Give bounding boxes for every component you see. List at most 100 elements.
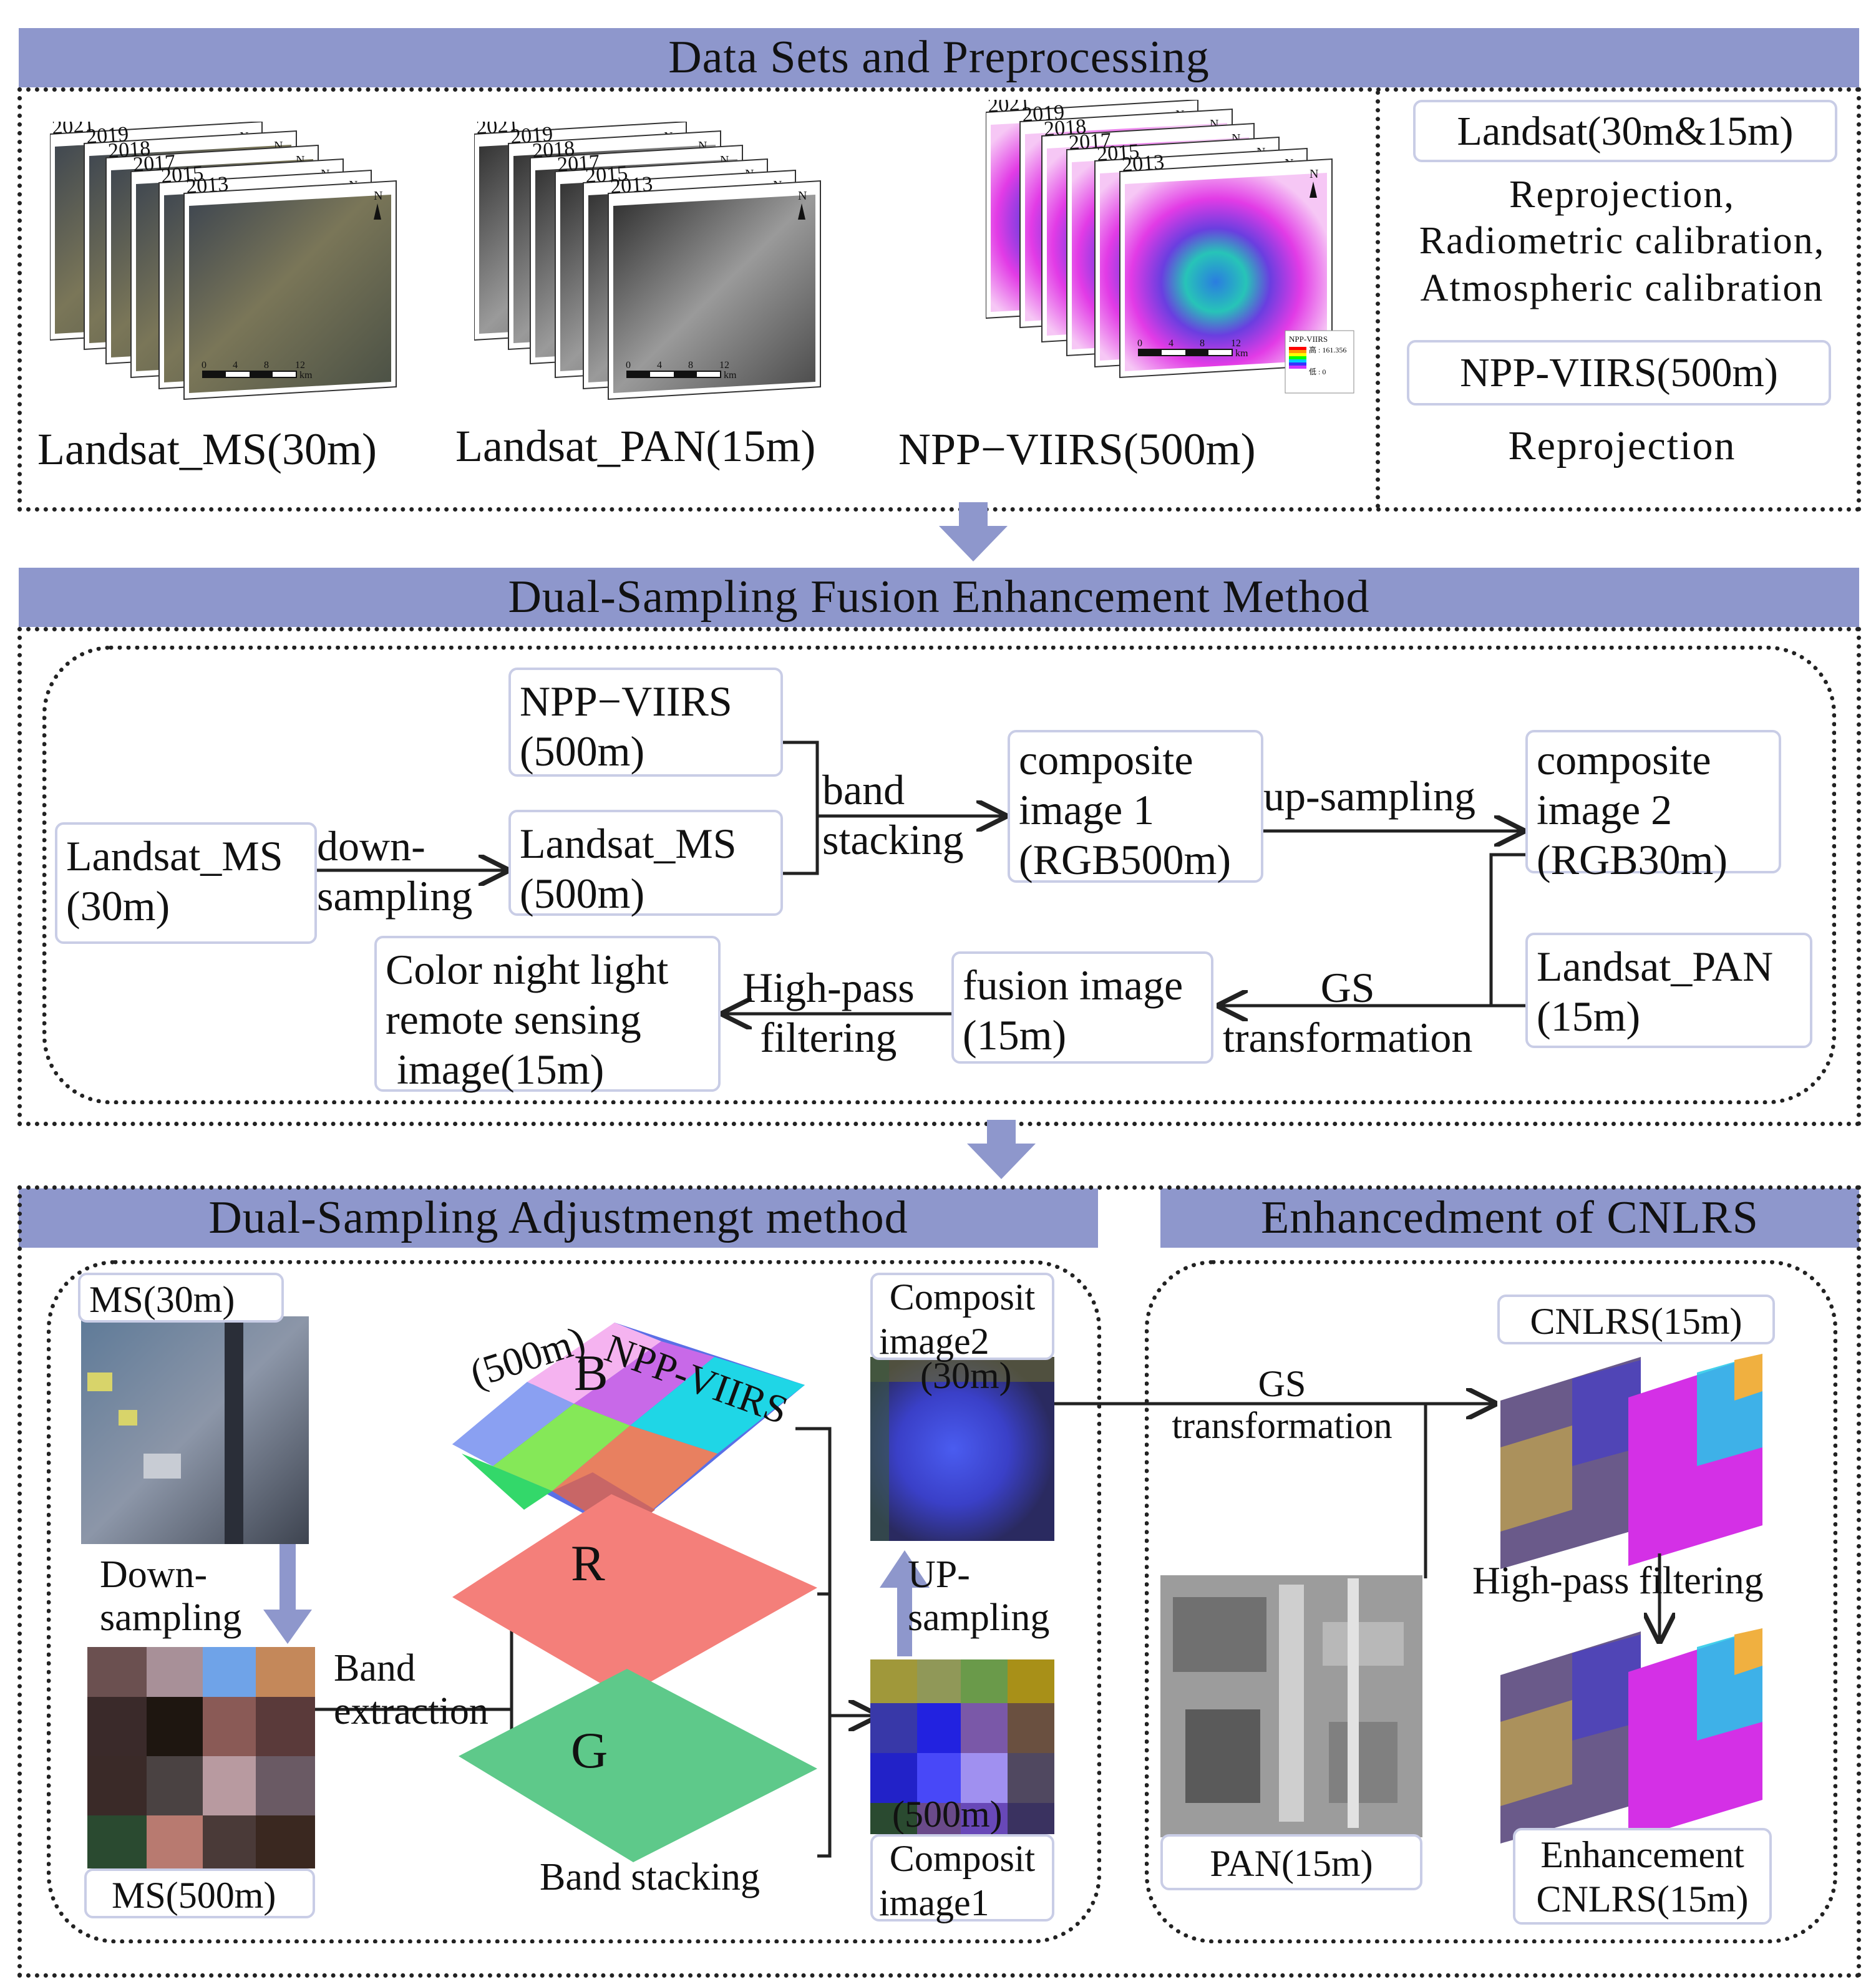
fusion-band-stacking: band stacking (822, 766, 964, 863)
dsa-up-line1: UP- (908, 1553, 970, 1596)
ms-year-label: 2021 (51, 122, 95, 139)
fusion-comp2-line2: image 2 (1537, 786, 1673, 834)
scale-tick-label: 0 (626, 360, 631, 371)
enh-enh-line2: CNLRS(15m) (1536, 1878, 1749, 1920)
legend-title: NPP-VIIRS (1289, 334, 1328, 344)
viirs-year-label: 2015 (1096, 140, 1140, 166)
fusion-landsat-ms30: Landsat_MS (30m) (55, 822, 317, 944)
flow-arrow-1 (939, 502, 1008, 561)
fusion-high-pass: High-pass filtering (742, 964, 915, 1061)
dsa-ms30-label: MS(30m) (78, 1273, 284, 1323)
fusion-inner-frame (42, 646, 1836, 1104)
fusion-landsat-ms30-line2: (30m) (66, 882, 170, 930)
datasets-divider (1376, 90, 1380, 508)
fusion-band-line1: band (822, 766, 905, 814)
dsa-up-sampling: UP- sampling (908, 1553, 1049, 1640)
dsa-band-b: B (574, 1344, 608, 1401)
enh-gs-line1: GS (1258, 1363, 1306, 1404)
fusion-landsat-ms30-line1: Landsat_MS (66, 832, 283, 880)
scale-tick-label: 4 (657, 360, 662, 371)
section-frame-bottom (17, 1185, 1861, 1978)
ms-year-label: 2018 (107, 137, 151, 163)
enh-enh-line1: Enhancement (1540, 1834, 1744, 1875)
viirs-year-label: 2018 (1043, 115, 1087, 141)
fusion-gs-line2: transformation (1223, 1014, 1473, 1062)
fusion-down-line2: sampling (317, 872, 473, 920)
scale-tick-label: 4 (1169, 338, 1174, 349)
ms-year-label: 2013 (185, 172, 229, 198)
fusion-color-line1: Color night light (386, 946, 669, 993)
scale-tick-label: 0 (1137, 338, 1142, 349)
dsa-inner-frame (47, 1260, 1101, 1943)
viirs-step: Reprojection (1508, 423, 1736, 469)
section-header-fusion: Dual-Sampling Fusion Enhancement Method (19, 568, 1859, 627)
fusion-comp1-line3: (RGB500m) (1019, 836, 1231, 884)
dsa-up-line2: sampling (908, 1596, 1050, 1640)
dsa-ms500-label: MS(500m) (84, 1868, 315, 1918)
scale-tick-label: 8 (264, 360, 269, 371)
legend-high: 高 : 161.356 (1309, 345, 1346, 354)
scale-tick-label: 8 (1200, 338, 1205, 349)
dsa-comp2-line2: image2 (879, 1320, 989, 1362)
north-arrow-icon: N (374, 189, 382, 203)
fusion-landsat-ms500: Landsat_MS (500m) (508, 810, 783, 917)
landsat-pan-stack: 2021N2019N2018N2017N2015N2013N04812km (474, 122, 821, 401)
viirs-year-label: 2013 (1121, 150, 1165, 177)
dsa-down-sampling: Down- sampling (100, 1553, 241, 1640)
composite2-image (870, 1357, 1054, 1541)
dsa-band-line1: Band (334, 1647, 416, 1689)
fusion-fusion-image: fusion image (15m) (951, 951, 1213, 1064)
scale-tick-label: 12 (295, 360, 305, 371)
enh-enhancement-label: Enhancement CNLRS(15m) (1513, 1828, 1772, 1925)
dsa-res500b: (500m) (892, 1794, 1003, 1835)
enh-pan-label: PAN(15m) (1160, 1834, 1422, 1890)
fusion-color-night-light: Color night light remote sensing image(1… (374, 936, 721, 1093)
fusion-connectors (315, 741, 1525, 1123)
landsat-preprocess-box: Landsat(30m&15m) (1413, 100, 1837, 162)
fusion-hp-line1: High-pass (742, 964, 915, 1011)
npp-viirs-stack: 2021N2019N2018N2017N2015N2013N04812kmNPP… (986, 100, 1354, 394)
scale-tick-label: 12 (1231, 338, 1241, 349)
landsat-step-3: Atmospheric calibration (1420, 267, 1824, 309)
enh-cnlrs-label: CNLRS(15m) (1497, 1295, 1775, 1344)
fusion-color-line2: remote sensing (386, 996, 641, 1044)
landsat-ms-stack: 2021N2019N2018N2017N2015N2013N04812km (50, 122, 397, 401)
ms30-image (81, 1316, 309, 1544)
scale-tick-label: 12 (719, 360, 729, 371)
fusion-npp-viirs: NPP−VIIRS (500m) (508, 668, 783, 777)
dsa-band-stacking: Band stacking (540, 1856, 760, 1898)
viirs-year-label: 2017 (1068, 129, 1112, 155)
flow-arrow-2 (967, 1120, 1036, 1179)
fusion-fusion-line2: (15m) (963, 1011, 1067, 1059)
dsa-band-r: R (571, 1535, 605, 1591)
dsa-band-line2: extraction (334, 1690, 488, 1733)
pan-year-label: 2019 (510, 122, 553, 148)
ms-year-label: 2019 (85, 122, 129, 148)
dsa-comp1-line1: Composit (889, 1838, 1036, 1879)
dsa-down-line1: Down- (100, 1553, 208, 1596)
dsa-composit-image2: Composit image2 (870, 1273, 1054, 1362)
section-frame-datasets (17, 87, 1861, 512)
scale-unit-label: km (1235, 348, 1248, 359)
fusion-npp-viirs-line2: (500m) (520, 727, 645, 775)
section-header-datasets: Data Sets and Preprocessing (19, 28, 1859, 87)
fusion-comp1-line2: image 1 (1019, 786, 1155, 834)
npp-viirs-label: NPP−VIIRS(500m) (898, 424, 1256, 474)
section-header-dsa: Dual-Sampling Adjustmengt method (19, 1188, 1098, 1248)
fusion-npp-viirs-line1: NPP−VIIRS (520, 678, 732, 725)
ms500-grid (87, 1647, 315, 1868)
red-layer (452, 1494, 817, 1697)
fusion-hp-line2: filtering (760, 1014, 897, 1062)
dsa-comp2-line1: Composit (889, 1276, 1036, 1318)
dsa-down-line2: sampling (100, 1596, 242, 1640)
green-layer (459, 1669, 817, 1862)
ms-year-label: 2015 (160, 162, 204, 188)
landsat-pan-label: Landsat_PAN(15m) (455, 421, 816, 471)
fusion-down-sampling: down- sampling (317, 822, 472, 920)
viirs-preprocess-box: NPP-VIIRS(500m) (1407, 340, 1831, 406)
